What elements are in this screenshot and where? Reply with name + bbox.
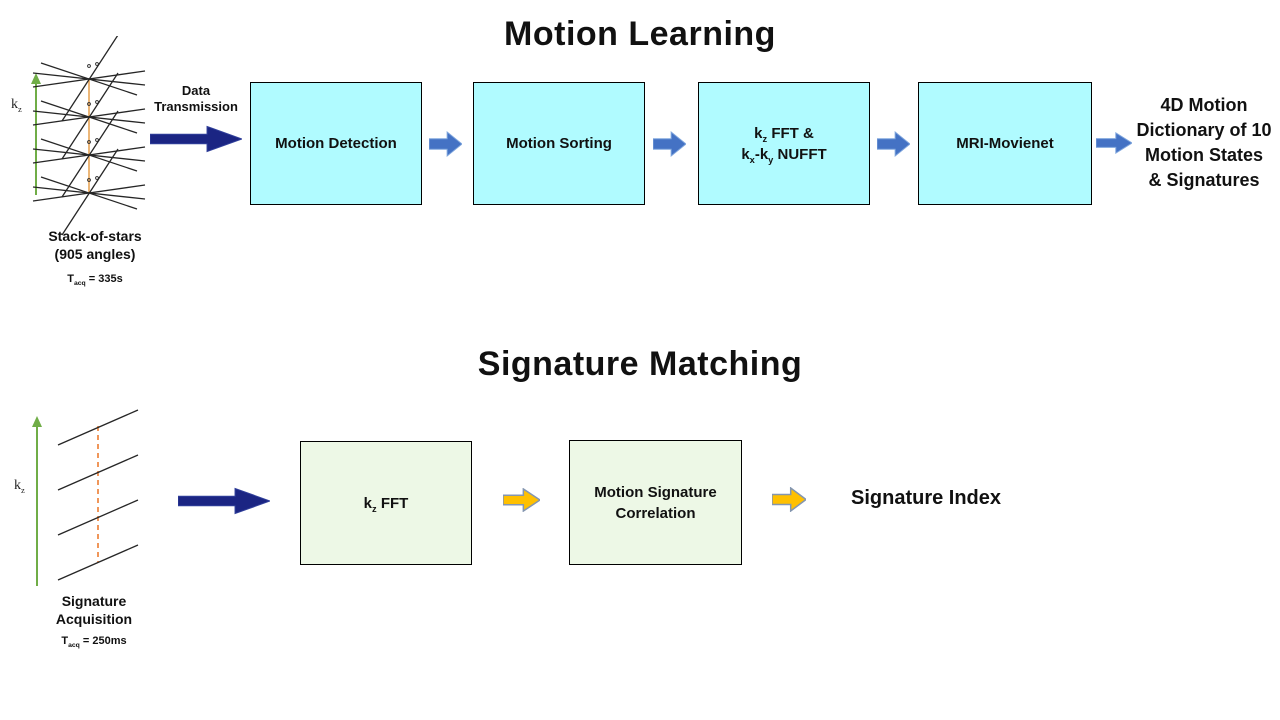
flow-box-motion-detection: Motion Detection xyxy=(250,82,422,205)
acquisition-arrow-icon xyxy=(178,486,270,516)
signature-index-output-label: Signature Index xyxy=(850,487,1002,509)
signature-acquisition-figure xyxy=(32,409,139,586)
flow-box-kz-fft-nufft: kz FFT & kx-ky NUFFT xyxy=(698,82,870,205)
box-label: Motion Detection xyxy=(275,135,397,152)
kz-axis-label: kz xyxy=(11,97,22,114)
kz-axis-arrow-icon xyxy=(32,416,42,586)
tacq-label: Tacq = 335s xyxy=(67,273,123,288)
flow-box-motion-signature-correlation: Motion Signature Correlation xyxy=(569,440,742,565)
box-label: kx-ky NUFFT xyxy=(741,145,827,165)
box-label: MRI-Movienet xyxy=(956,135,1054,152)
flow-arrow-icon xyxy=(653,131,686,157)
flow-arrow-icon xyxy=(503,488,540,512)
flow-arrow-icon xyxy=(772,487,806,512)
flow-arrow-icon xyxy=(877,131,910,157)
radial-star-spokes xyxy=(32,110,146,198)
caption-line: Signature xyxy=(61,593,127,609)
box-label: Correlation xyxy=(615,504,696,522)
flow-arrow-icon xyxy=(429,131,462,157)
stack-of-stars-caption: Stack-of-stars (905 angles) Tacq = 335s xyxy=(5,227,185,288)
box-label: Motion Sorting xyxy=(506,135,612,152)
data-transmission-arrow-icon xyxy=(150,124,242,154)
data-transmission-label: Data Transmission xyxy=(154,83,238,114)
flow-arrow-icon xyxy=(1096,132,1132,154)
caption-line: Acquisition xyxy=(55,611,133,627)
motion-dictionary-output-label: 4D Motion Dictionary of 10 Motion States… xyxy=(1136,95,1272,190)
tacq-label: Tacq = 250ms xyxy=(61,635,127,650)
motion-learning-title: Motion Learning xyxy=(504,15,776,53)
signature-acquisition-caption: Signature Acquisition Tacq = 250ms xyxy=(8,592,180,650)
radial-star-spokes xyxy=(32,72,146,160)
radial-star-spokes xyxy=(32,148,146,236)
box-label: Motion Signature xyxy=(594,483,717,501)
radial-star-spokes xyxy=(32,36,146,122)
kz-axis-label: kz xyxy=(14,478,25,495)
kz-axis-arrow-icon xyxy=(31,73,41,195)
stack-of-stars-figure xyxy=(31,36,146,236)
flow-box-motion-sorting: Motion Sorting xyxy=(473,82,645,205)
box-label: kz FFT & xyxy=(754,124,814,144)
readout-lines xyxy=(57,409,139,581)
flow-box-kz-fft: kz FFT xyxy=(300,441,472,565)
flow-box-mri-movienet: MRI-Movienet xyxy=(918,82,1092,205)
signature-matching-title: Signature Matching xyxy=(477,345,803,383)
caption-line: Stack-of-stars xyxy=(48,228,142,244)
caption-line: (905 angles) xyxy=(54,246,136,262)
box-label: kz FFT xyxy=(363,494,409,514)
